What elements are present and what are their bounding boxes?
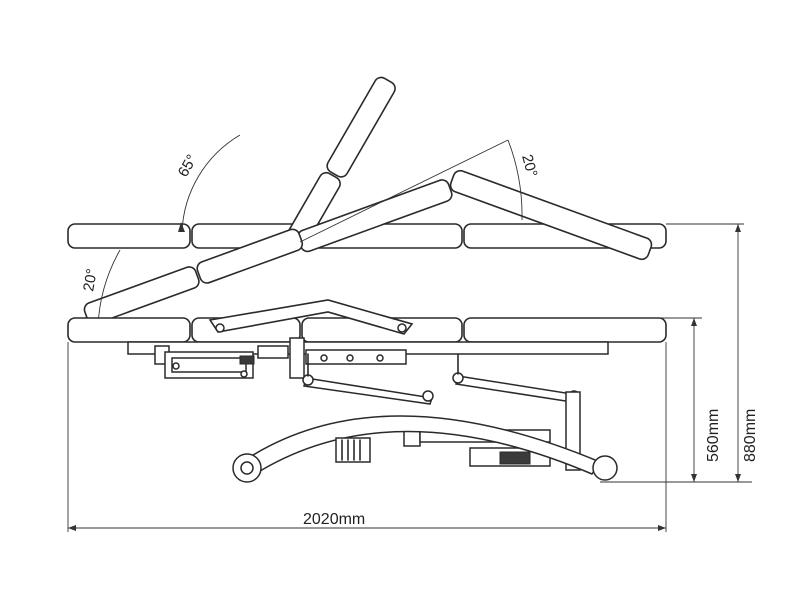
low-height-dimension-label: 560mm	[705, 409, 722, 462]
lower-table-position	[67, 299, 667, 483]
dimension-lines	[67, 223, 752, 532]
foot-angle-arc	[507, 139, 523, 221]
lower-foot-pad	[463, 317, 667, 343]
upper-head-pad	[67, 223, 191, 249]
foot-section-raised	[449, 169, 653, 261]
head-section-tilted	[83, 228, 304, 325]
backrest-angle-label: 65°	[175, 152, 201, 180]
lower-head-pad	[67, 317, 191, 343]
left-wheel	[232, 453, 262, 483]
foot-angle-ref-line	[299, 139, 509, 243]
head-bracket	[154, 345, 255, 379]
high-height-dimension-label: 880mm	[742, 409, 759, 462]
upper-table-position: 65° 20° 20°	[67, 76, 667, 327]
actuator-block	[257, 337, 407, 379]
head-angle-label: 20°	[80, 267, 101, 292]
right-wheel	[592, 455, 618, 481]
backrest-angle-arc	[181, 134, 241, 233]
arc-arrow	[178, 222, 185, 232]
length-dimension-label: 2020mm	[303, 511, 365, 528]
foot-angle-label: 20°	[518, 153, 540, 179]
foot-pedal	[335, 437, 371, 463]
arched-base	[240, 415, 602, 478]
